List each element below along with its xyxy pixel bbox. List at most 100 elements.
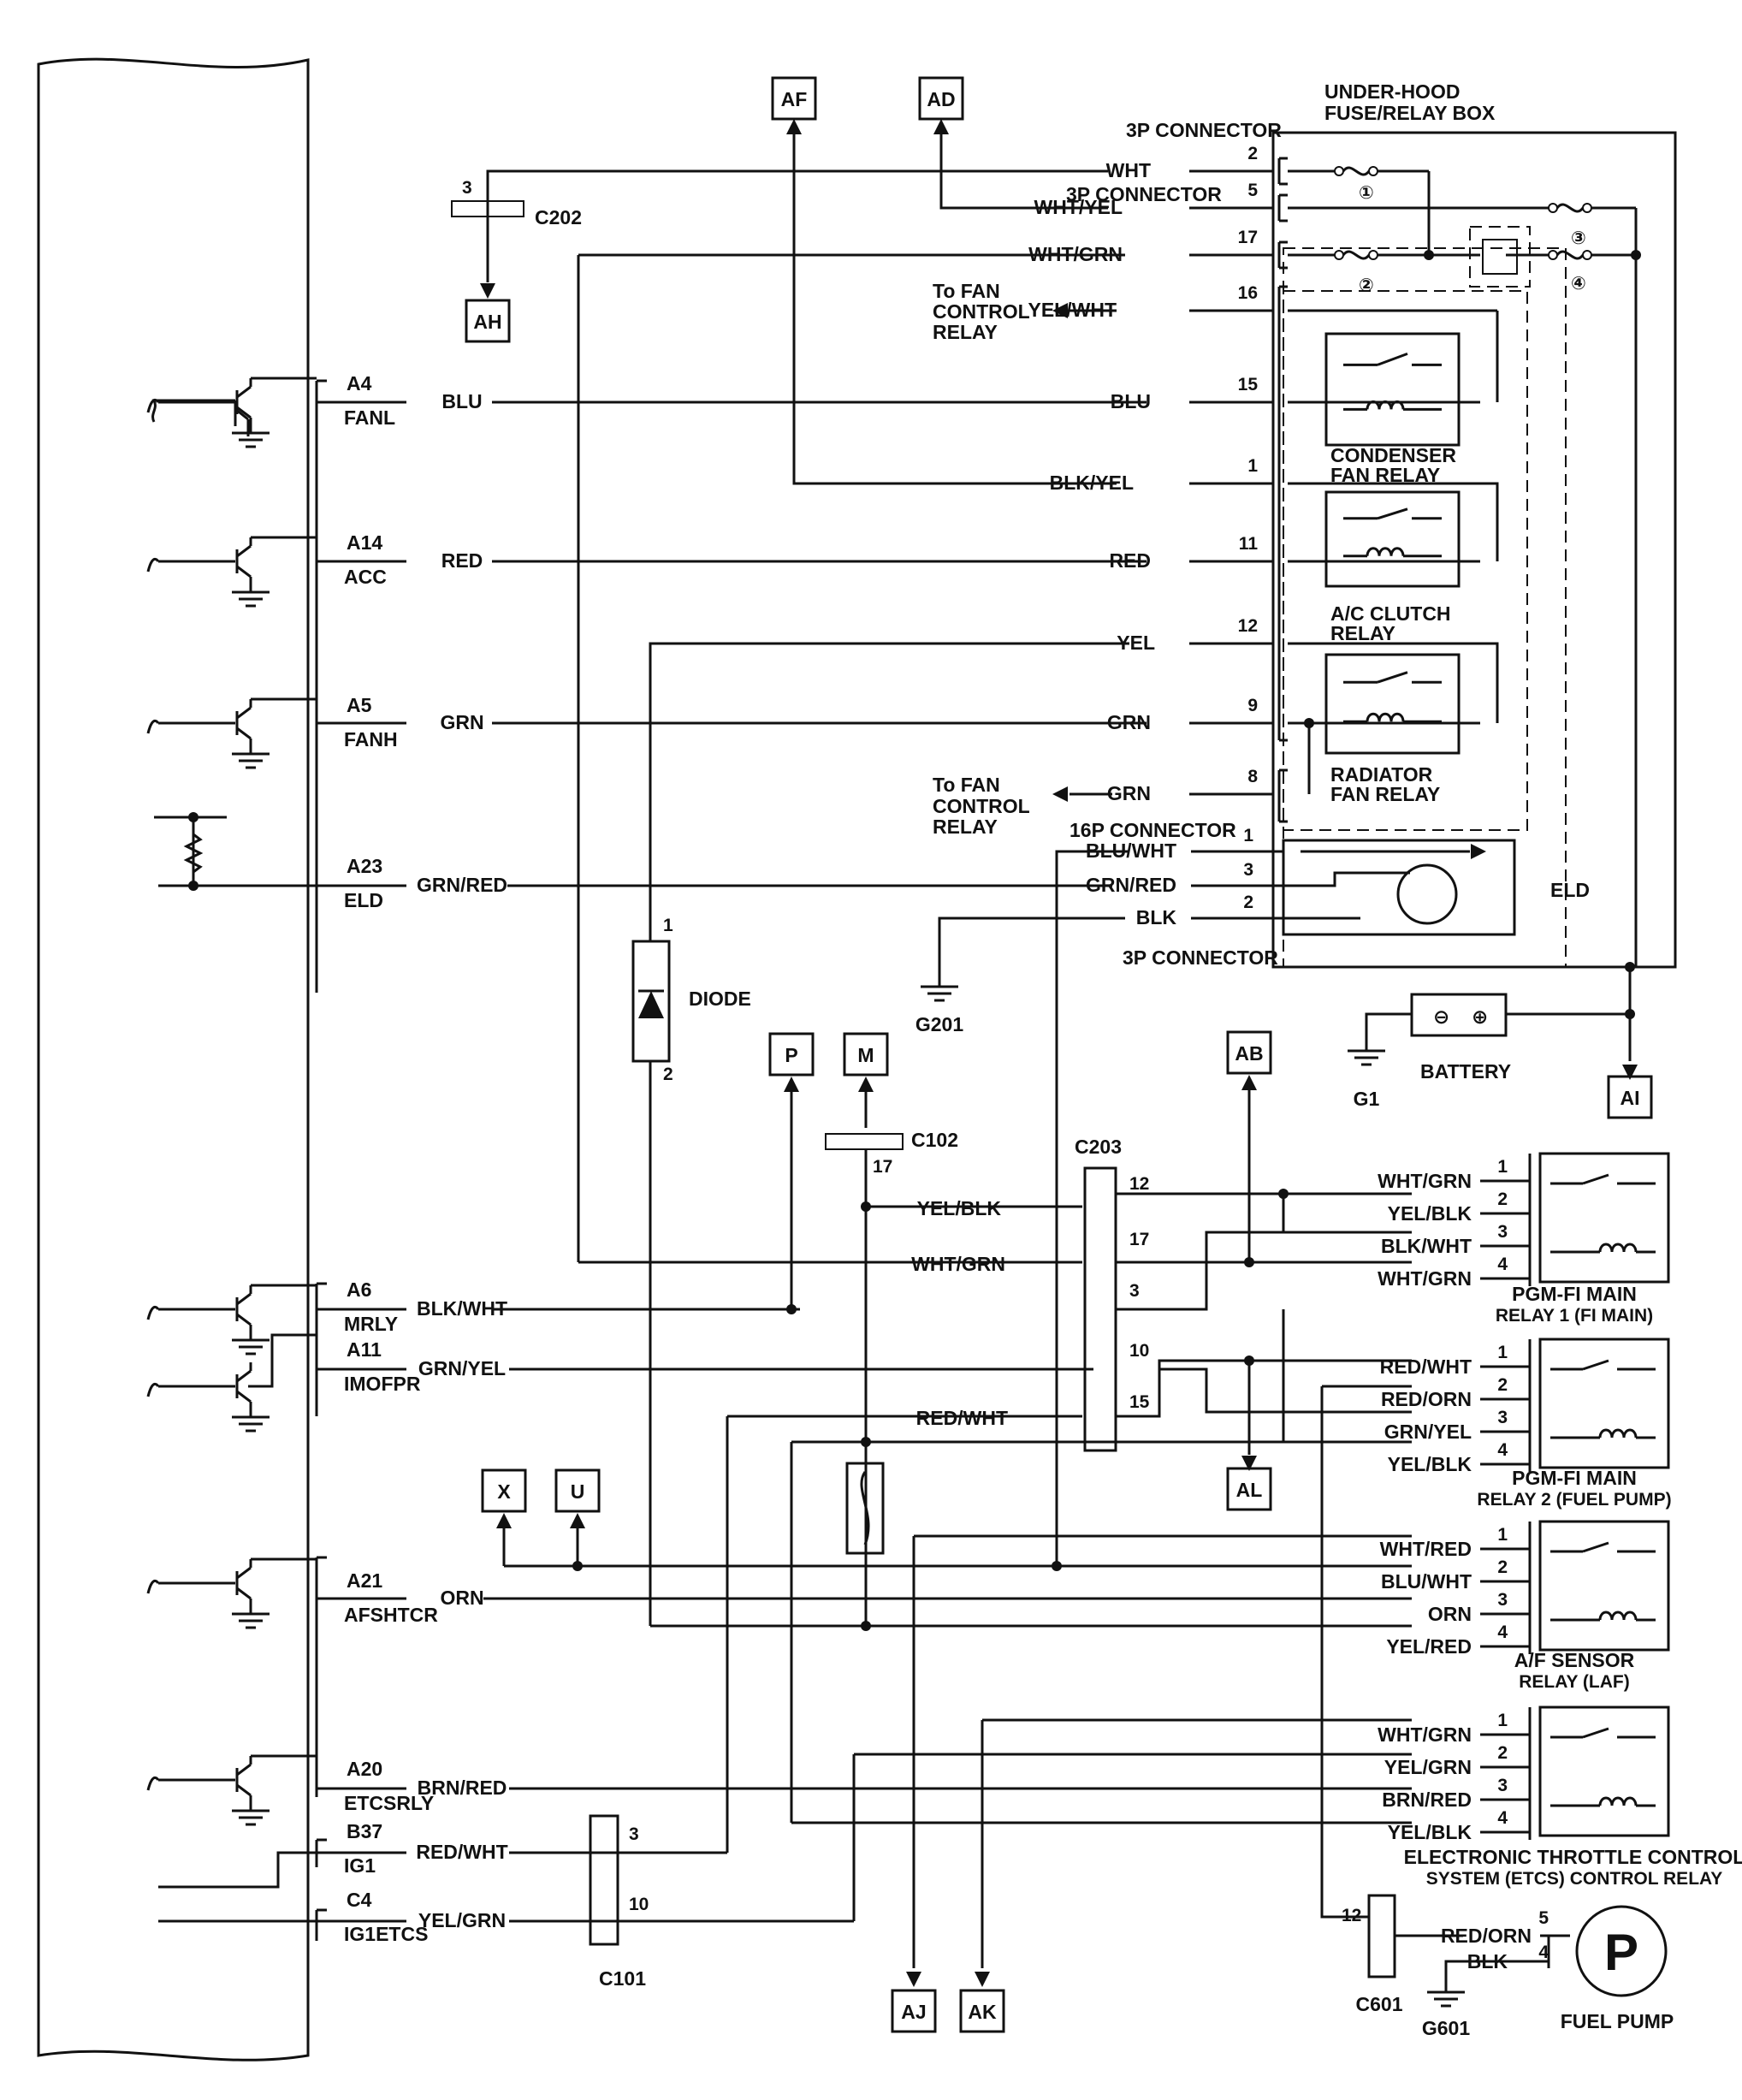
ecm-name-ELD: ELD (344, 889, 383, 911)
junction-dot (1304, 718, 1314, 728)
fuse-pin-wire-6: RED (1109, 549, 1151, 572)
c601-pin: 12 (1342, 1906, 1361, 1925)
c203-pin-12: 12 (1129, 1174, 1149, 1194)
c203-pin-17: 17 (1129, 1230, 1149, 1249)
relay-3 (1538, 1706, 1670, 1837)
relay-3-wire-0: WHT/GRN (1378, 1723, 1472, 1746)
to-fan-arrow-2 (1052, 786, 1068, 802)
junction-dot (1625, 962, 1635, 972)
ecm-box (37, 57, 310, 2061)
transistor-icon (151, 399, 250, 436)
fuse4-a (1548, 250, 1558, 260)
c101-conn (589, 1814, 619, 1946)
relay-sw-blade-1 (1582, 1359, 1609, 1371)
fuse1-b (1368, 166, 1378, 176)
eld-pin-num-2: 2 (1243, 893, 1253, 912)
ecm-pin-A11: A11 (347, 1338, 382, 1361)
fuse-pin-num-6: 11 (1239, 534, 1259, 554)
ecm-wire-A4: BLU (441, 390, 482, 412)
relay-ac-out (1288, 642, 1499, 723)
ref-U: U (571, 1480, 585, 1503)
transistor-c-6 (236, 1763, 252, 1777)
fuse1-a (1334, 166, 1344, 176)
transistor-in-6 (146, 1776, 160, 1791)
mid-yel-blk: YEL/BLK (917, 1197, 1002, 1219)
c601-label: C601 (1356, 1993, 1403, 2015)
ref-AH-arrow (480, 283, 495, 299)
c203-pin-3: 3 (1129, 1281, 1140, 1301)
internal-relay-dash (1469, 226, 1531, 288)
relay-1-pin-4: 4 (1497, 1440, 1508, 1460)
ref-P-box (768, 1032, 815, 1077)
c102-label: C102 (911, 1129, 958, 1151)
junction-dot (1244, 1356, 1254, 1366)
relay-2-pin-3: 3 (1497, 1590, 1508, 1610)
battery-neg-wire (1365, 1012, 1412, 1035)
to-fan-arrow-1 (1052, 303, 1068, 318)
to-fan-2c: RELAY (933, 816, 998, 838)
relay-3-pin-1: 1 (1497, 1711, 1508, 1730)
relay-0-wire-0: WHT/GRN (1378, 1170, 1472, 1192)
fusebox-title-2: FUSE/RELAY BOX (1324, 102, 1496, 124)
ecm-pin-B37: B37 (347, 1820, 382, 1842)
eld-module (1282, 839, 1516, 936)
wire-blu-wht (1055, 850, 1412, 1568)
ecm-wire-B37: RED/WHT (416, 1841, 507, 1863)
ecm-name-ETCSRLY: ETCSRLY (344, 1792, 434, 1814)
c202-pin: 3 (462, 178, 472, 198)
c203-label: C203 (1075, 1136, 1122, 1158)
relay-label-ac-1: A/C CLUTCH (1330, 602, 1451, 625)
fuse3-icon (1555, 203, 1585, 213)
fuse2-a (1334, 250, 1344, 260)
fuse-pin-wire-0: WHT (1106, 159, 1151, 181)
c101-pin-10: 10 (629, 1895, 649, 1914)
fuse4-b (1582, 250, 1592, 260)
relay-0-pin-1: 1 (1497, 1157, 1508, 1177)
ac-clutch-relay-coil-icon (1366, 547, 1405, 556)
ecm-pin-A23: A23 (347, 855, 382, 877)
transistor-e-1 (236, 565, 252, 578)
conn-3p-mid: 3P CONNECTOR (1066, 183, 1222, 205)
ref-AI: AI (1621, 1087, 1640, 1109)
fuse-num-1: ① (1359, 183, 1374, 203)
fuse-pin-num-1: 5 (1247, 181, 1258, 200)
relay-label-radiator-2: FAN RELAY (1330, 783, 1440, 805)
ref-M: M (857, 1044, 874, 1066)
relay-2-title-2: RELAY (LAF) (1519, 1672, 1630, 1692)
fuse1-icon (1342, 166, 1371, 176)
eld-out-arrow (1471, 844, 1486, 859)
fuse-pin-num-8: 9 (1247, 696, 1258, 715)
relay-2-pin-2: 2 (1497, 1557, 1508, 1577)
to-fan-2b: CONTROL (933, 795, 1030, 817)
conn-3p-bottom: 3P CONNECTOR (1123, 946, 1278, 969)
fuse-pin-num-2: 17 (1238, 228, 1258, 247)
wire-blk-yel (792, 122, 1117, 485)
eld-pin-wire-1: GRN/RED (1086, 874, 1176, 896)
relay-coil-icon-0 (1598, 1243, 1638, 1253)
junction-dot (861, 1621, 871, 1631)
radiator-fan-relay (1324, 653, 1461, 755)
radiator-fan-relay-coil-icon (1366, 712, 1405, 722)
c102-conn (825, 1133, 904, 1150)
relay-label-ac-2: RELAY (1330, 622, 1395, 644)
relay-0-title-2: RELAY 1 (FI MAIN) (1496, 1306, 1653, 1326)
fuse-num-3: ③ (1571, 228, 1586, 248)
relay-2-title-1: A/F SENSOR (1514, 1649, 1635, 1671)
c102-pin: 17 (873, 1157, 892, 1177)
ref-P: P (785, 1044, 797, 1066)
relay-0-title-1: PGM-FI MAIN (1512, 1283, 1637, 1305)
fuse-pin-num-9: 8 (1247, 767, 1258, 786)
battery-pos-icon: ⊕ (1472, 1006, 1488, 1028)
relay-0-wire-1: YEL/BLK (1388, 1202, 1472, 1225)
internal-relay (1482, 239, 1518, 275)
condenser-fan-relay (1324, 332, 1461, 447)
ecm-wire-A21: ORN (440, 1587, 483, 1609)
fuse-pin-wire-9: GRN (1107, 782, 1151, 804)
c101-label: C101 (599, 1967, 646, 1990)
relay-3-wire-1: YEL/GRN (1384, 1756, 1472, 1778)
wire-red-orn-down (1320, 1386, 1369, 1919)
transistor-e-3 (236, 1313, 252, 1326)
fuse-pin-num-7: 12 (1238, 616, 1258, 636)
ecm-name-FANH: FANH (344, 728, 398, 750)
